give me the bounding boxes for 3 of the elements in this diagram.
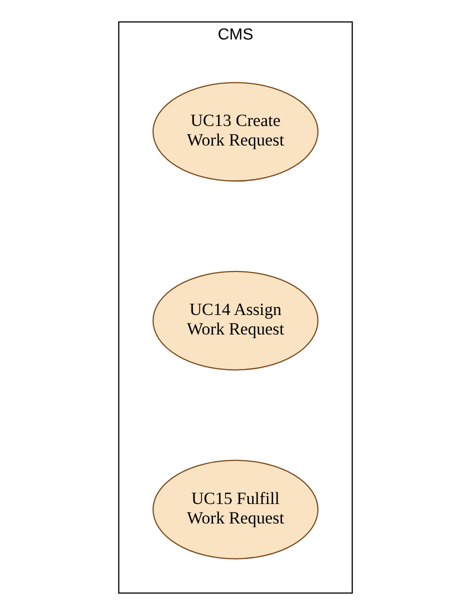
node-ellipse: UC13 Create Work Request [152, 82, 318, 182]
node-ellipse: UC15 Fulfill Work Request [152, 460, 318, 560]
node-ellipse: UC14 Assign Work Request [152, 270, 318, 370]
